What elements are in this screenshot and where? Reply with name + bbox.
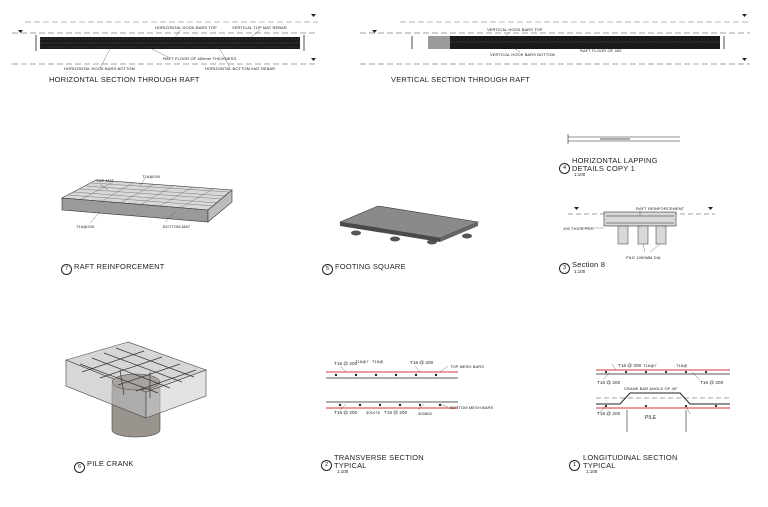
ts-tm1-label: T16@7 (355, 359, 369, 364)
s8-title: Section 8 (572, 260, 606, 269)
vs-hook-top-label: VERTICAL HOOK BARS TOP (487, 27, 543, 32)
ts-bottom-mesh-label: BOTTOM MESH BARS (450, 405, 494, 410)
vs-side-label: RAFT FLOOR OF 450 (580, 48, 622, 53)
ts-title2: TYPICAL (334, 461, 367, 470)
view-number-2: 2 (321, 460, 332, 471)
raft-bottom-mat-label: BOTTOM MAT (163, 224, 191, 229)
hs-bottom-mat-label: HORIZONTAL BOTTOM MAT REBAR (205, 66, 276, 71)
hs-title: HORIZONTAL SECTION THROUGH RAFT (49, 75, 200, 84)
hs-hook-bottom-label: HORIZONTAL HOOK BARS BOTTOM (64, 66, 136, 71)
ls-t16-c-label: T16 @ 200 (700, 380, 724, 385)
vs-hook-bottom-label: VERTICAL HOOK BARS BOTTOM (490, 52, 555, 57)
raft-top-mat-label: TOP MAT (96, 178, 115, 183)
ts-t16-c-label: T16 @ 200 (334, 410, 358, 415)
ls-t16-b-label: T16 @ 200 (597, 380, 621, 385)
lapping-title2: DETAILS Copy 1 (572, 164, 635, 173)
raft-title: RAFT REINFORCEMENT (74, 262, 165, 271)
ls-tm2-label: T16@ (676, 363, 688, 368)
view-number-5: 5 (322, 264, 333, 275)
view-number-1: 1 (569, 460, 580, 471)
ls-tm1-label: T16@7 (643, 363, 657, 368)
pile-crank-title: PILE CRANK (87, 459, 134, 468)
s8-raft-label: RAFT REINFORCEMENT (636, 206, 685, 211)
raft-t16-top-label: T16@200 (142, 174, 161, 179)
view-number-3: 3 (559, 263, 570, 274)
s8-pcc-label: 100 THICK PCC (563, 226, 594, 231)
ts-t16-b-label: T16 @ 200 (410, 360, 434, 365)
vs-title: VERTICAL SECTION THROUGH RAFT (391, 75, 531, 84)
ts-top-mesh-label: TOP MESH BARS (450, 364, 485, 369)
ts-t16-a-label: T16 @ 200 (334, 361, 358, 366)
ts-scale: 1:100 (337, 469, 349, 474)
lapping-scale: 1:100 (574, 172, 586, 177)
s8-scale: 1:100 (574, 269, 586, 274)
horizontal-section-drawing (12, 14, 318, 69)
view-number-6: 6 (74, 462, 85, 473)
ts-tm2-label: T16@ (372, 359, 384, 364)
ls-crank-label: CRANK BAR ANGLE OF 45° (624, 386, 678, 391)
ls-scale: 1:100 (586, 469, 598, 474)
view-number-4: 4 (559, 163, 570, 174)
ls-title: LONGITUDINAL SECTION (583, 453, 678, 462)
ls-t16-d-label: T16 @ 200 (597, 411, 621, 416)
s8-pile-label: PILE 1000MM DIA (626, 255, 661, 260)
ls-pile-label: PILE (645, 415, 657, 421)
hs-floor-label: RAFT FLOOR OF 450mm THICKNESS (163, 56, 237, 61)
ts-bm1-label: 300475 (366, 410, 380, 415)
ts-bm2-label: 300800 (418, 411, 432, 416)
hs-top-mat-label: VERTICAL TOP MAT REBAR (232, 25, 287, 30)
lapping-title: HORIZONTAL LAPPING (572, 156, 658, 165)
footing-title: FOOTING SQUARE (335, 262, 406, 271)
hs-hook-top-label: HORIZONTAL HOOK BARS TOP (155, 25, 217, 30)
raft-t16-bottom-label: T16@200 (76, 224, 95, 229)
vertical-section-drawing (360, 14, 750, 65)
ls-title2: TYPICAL (583, 461, 616, 470)
ls-t16-a-label: T16 @ 200 (618, 363, 642, 368)
ts-title: TRANSVERSE SECTION (334, 453, 424, 462)
view-number-7: 7 (61, 264, 72, 275)
ts-t16-d-label: T16 @ 200 (384, 410, 408, 415)
